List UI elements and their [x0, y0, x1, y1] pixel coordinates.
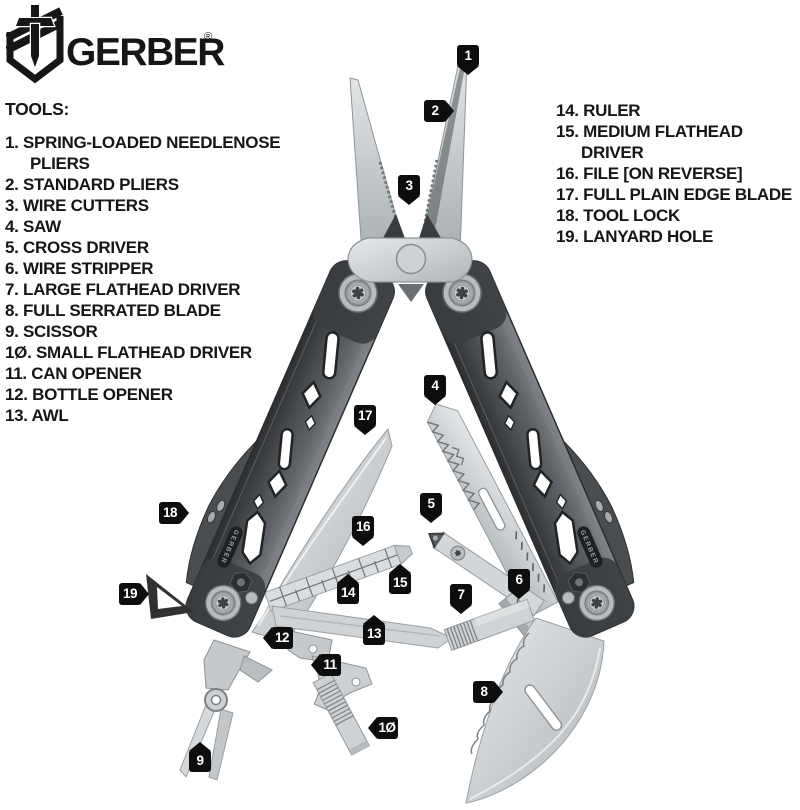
tool-list-item: 1Ø. SMALL FLATHEAD DRIVER — [5, 342, 292, 363]
tool-list-item: 4. SAW — [5, 216, 292, 237]
tool-list-item-number: 13. — [5, 406, 28, 425]
tool-list-item: 11. CAN OPENER — [5, 363, 292, 384]
tool-list-item: 19. LANYARD HOLE — [556, 226, 800, 247]
tool-list-item-label: SPRING-LOADED NEEDLENOSE PLIERS — [23, 133, 281, 173]
tool-list-item-label: WIRE STRIPPER — [23, 259, 154, 278]
tool-list-item-label: TOOL LOCK — [583, 206, 680, 225]
tool-list-item-number: 12. — [5, 385, 28, 404]
tool-list-item-label: STANDARD PLIERS — [23, 175, 179, 194]
tool-list-item: 6. WIRE STRIPPER — [5, 258, 292, 279]
tool-list-item-number: 19. — [556, 227, 579, 246]
brand-wordmark: GERBER — [66, 31, 225, 74]
tool-list-item-label: MEDIUM FLATHEAD DRIVER — [581, 122, 743, 162]
tool-list-item-number: 15. — [556, 122, 579, 141]
registered-trademark: ® — [204, 31, 212, 43]
tool-list-item-number: 9. — [5, 322, 19, 341]
ruler-tool — [263, 544, 413, 613]
needlenose-jaws — [349, 58, 468, 255]
tool-list-item-label: SAW — [23, 217, 61, 236]
tool-list-item: 16. FILE [ON REVERSE] — [556, 163, 800, 184]
awl-tool — [271, 605, 453, 649]
tool-list-item: 14. RULER — [556, 100, 800, 121]
tool-list-item-label: CAN OPENER — [31, 364, 142, 383]
wire-cutter — [383, 214, 407, 244]
tool-list-item: 2. STANDARD PLIERS — [5, 174, 292, 195]
tool-list-item-number: 18. — [556, 206, 579, 225]
gerber-sword-shield-icon — [6, 4, 64, 84]
tool-list-item-label: LARGE FLATHEAD DRIVER — [23, 280, 241, 299]
tool-list-item: 8. FULL SERRATED BLADE — [5, 300, 292, 321]
tool-list-item: 5. CROSS DRIVER — [5, 237, 292, 258]
large-flathead-driver — [443, 598, 536, 651]
wire-cutter — [417, 214, 441, 244]
scissors — [179, 639, 273, 781]
tool-list-item-label: BOTTLE OPENER — [32, 385, 173, 404]
tool-list-item-label: SMALL FLATHEAD DRIVER — [35, 343, 252, 362]
tool-list-item: 7. LARGE FLATHEAD DRIVER — [5, 279, 292, 300]
tools-list-left: TOOLS: 1. SPRING-LOADED NEEDLENOSE PLIER… — [5, 99, 292, 426]
tool-list-item-number: 14. — [556, 101, 579, 120]
tool-list-item-number: 5. — [5, 238, 19, 257]
tool-list-item-label: WIRE CUTTERS — [23, 196, 149, 215]
tool-list-item-number: 1. — [5, 133, 19, 152]
tool-list-item-number: 16. — [556, 164, 579, 183]
tool-list-item-number: 8. — [5, 301, 19, 320]
tool-list-item-number: 7. — [5, 280, 19, 299]
tool-list-item-number: 3. — [5, 196, 19, 215]
tool-list-item: 17. FULL PLAIN EDGE BLADE — [556, 184, 800, 205]
tool-list-item: 18. TOOL LOCK — [556, 205, 800, 226]
tool-list-item-label: RULER — [583, 101, 641, 120]
tools-list-heading: TOOLS: — [5, 99, 69, 119]
tool-list-item-label: CROSS DRIVER — [23, 238, 149, 257]
pliers-head — [347, 58, 473, 302]
tool-list-item-label: FULL SERRATED BLADE — [23, 301, 221, 320]
tool-list-item-number: 1Ø. — [5, 343, 32, 362]
tool-lock — [206, 499, 226, 524]
tool-list-item: 3. WIRE CUTTERS — [5, 195, 292, 216]
tool-list-item-number: 4. — [5, 217, 19, 236]
tool-list-item: 12. BOTTLE OPENER — [5, 384, 292, 405]
bottle-opener — [285, 629, 333, 663]
tool-list-item-label: LANYARD HOLE — [583, 227, 714, 246]
lanyard-hole — [146, 574, 194, 619]
tool-list-item: 15. MEDIUM FLATHEAD DRIVER — [556, 121, 800, 163]
pliers-pivot — [347, 237, 473, 283]
tool-list-item-label: SCISSOR — [23, 322, 98, 341]
tool-list-item-number: 6. — [5, 259, 19, 278]
saw-blade — [426, 403, 559, 618]
tool-list-item-number: 17. — [556, 185, 579, 204]
tool-list-item: 1. SPRING-LOADED NEEDLENOSE PLIERS — [5, 132, 292, 174]
tool-list-item-label: FULL PLAIN EDGE BLADE — [583, 185, 792, 204]
gerber-logo: GERBER ® — [6, 4, 227, 84]
small-flathead-driver — [312, 672, 371, 756]
tool-list-item-number: 2. — [5, 175, 19, 194]
left-handle: GERBER — [185, 260, 395, 638]
serrated-blade — [465, 617, 605, 804]
tool-list-item-label: FILE [ON REVERSE] — [583, 164, 743, 183]
tool-list-item-label: AWL — [31, 406, 69, 425]
tool-list-item-number: 11. — [5, 364, 27, 383]
tool-list-item: 9. SCISSOR — [5, 321, 292, 342]
tool-list-item: 13. AWL — [5, 405, 292, 426]
